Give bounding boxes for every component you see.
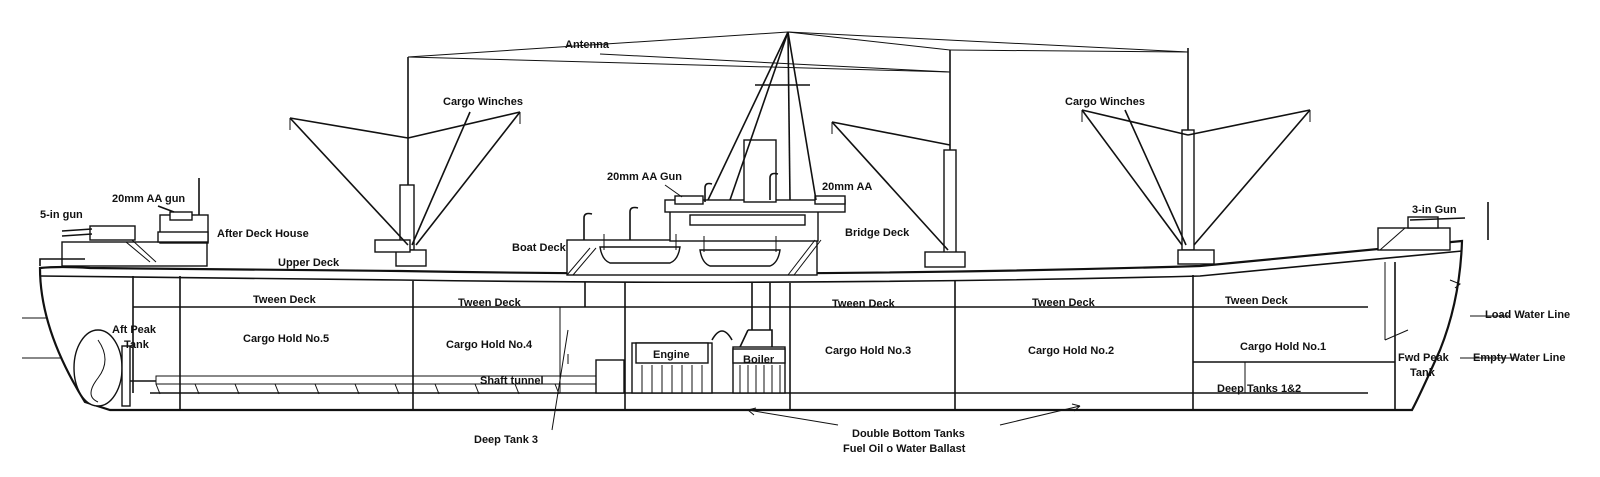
label-aft-peak-tank-1: Aft Peak (112, 324, 157, 336)
label-antenna: Antenna (565, 39, 610, 51)
label-fwd-peak-tank-2: Tank (1410, 367, 1436, 379)
label-after-deck-house: After Deck House (217, 228, 309, 240)
label-tween-deck-1: Tween Deck (1225, 295, 1289, 307)
label-deep-tank-3: Deep Tank 3 (474, 434, 538, 446)
hull (38, 239, 1464, 412)
label-aa-gun-bridge: 20mm AA (822, 181, 872, 193)
label-empty-water-line: Empty Water Line (1473, 352, 1566, 364)
mid-superstructure (566, 139, 846, 276)
shaft-tunnel (125, 359, 625, 395)
aa-gun-mid (674, 195, 704, 205)
label-deep-tanks-12: Deep Tanks 1&2 (1217, 383, 1301, 395)
label-boat-deck: Boat Deck (512, 242, 567, 254)
label-cargo-hold-4: Cargo Hold No.4 (446, 339, 533, 351)
label-load-water-line: Load Water Line (1485, 309, 1570, 321)
label-cargo-hold-3: Cargo Hold No.3 (825, 345, 911, 357)
label-engine: Engine (653, 349, 690, 361)
label-double-bottom-1: Double Bottom Tanks (852, 428, 965, 440)
forecastle-house (1377, 202, 1489, 289)
boiler (732, 283, 786, 394)
label-cargo-hold-2: Cargo Hold No.2 (1028, 345, 1114, 357)
propeller (73, 329, 131, 407)
label-shaft-tunnel: Shaft tunnel (480, 375, 544, 387)
label-aft-peak-tank-2: Tank (124, 339, 150, 351)
mast-bridge (831, 50, 966, 268)
label-aa-gun-mid: 20mm AA Gun (607, 171, 682, 183)
antenna-wires (407, 31, 1189, 73)
label-cargo-winches-aft: Cargo Winches (443, 96, 523, 108)
engine (631, 330, 733, 394)
mast-main (707, 31, 817, 201)
label-three-in-gun: 3-in Gun (1412, 204, 1457, 216)
mast-forward (1081, 48, 1311, 265)
label-double-bottom-2: Fuel Oil o Water Ballast (843, 443, 966, 455)
mast-aft (289, 57, 521, 267)
label-upper-deck: Upper Deck (278, 257, 340, 269)
aa-gun-bridge (814, 195, 846, 205)
label-aa-gun-aft: 20mm AA gun (112, 193, 185, 205)
labels: Antenna Cargo Winches Cargo Winches 20mm… (40, 39, 1570, 455)
label-tween-deck-3: Tween Deck (832, 298, 896, 310)
label-tween-deck-5: Tween Deck (253, 294, 317, 306)
label-five-in-gun: 5-in gun (40, 209, 83, 221)
label-cargo-winches-fwd: Cargo Winches (1065, 96, 1145, 108)
label-tween-deck-2: Tween Deck (1032, 297, 1096, 309)
label-boiler: Boiler (743, 354, 775, 366)
five-in-gun (61, 225, 157, 263)
aa-gun-aft (157, 205, 193, 221)
leader-lines (551, 184, 1081, 431)
label-cargo-hold-5: Cargo Hold No.5 (243, 333, 329, 345)
label-tween-deck-4: Tween Deck (458, 297, 522, 309)
after-deck-house (39, 178, 209, 267)
label-bridge-deck: Bridge Deck (845, 227, 910, 239)
label-cargo-hold-1: Cargo Hold No.1 (1240, 341, 1326, 353)
label-fwd-peak-tank-1: Fwd Peak (1398, 352, 1450, 364)
